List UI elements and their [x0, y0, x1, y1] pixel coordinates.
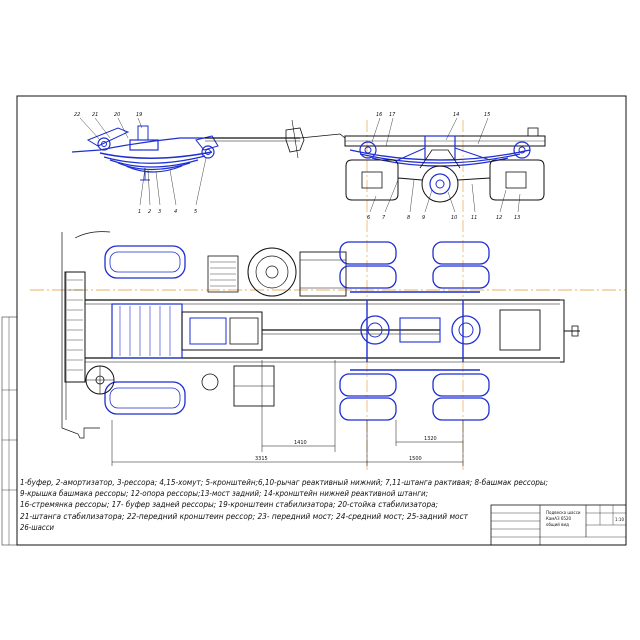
part-label: 12 [496, 215, 502, 221]
rear-bogie-side-view [344, 127, 546, 203]
part-label: 8 [407, 215, 410, 221]
part-label: 4 [174, 209, 177, 215]
title-block: Подвеска шасси КамАЗ 6520 общий вид 1:10 [490, 504, 627, 546]
part-label: 16 [376, 112, 382, 118]
sheet-scale: 1:10 [615, 517, 624, 522]
dimension-labels: 1410 1320 3315 1500 [255, 436, 437, 462]
dimension-lines [111, 360, 464, 466]
part-labels-rear-view: 16 17 14 15 6 7 8 9 10 11 12 13 [367, 112, 520, 221]
dimension-1320: 1320 [424, 436, 437, 442]
part-label: 6 [367, 215, 370, 221]
part-label: 3 [158, 209, 161, 215]
dimension-3315: 3315 [255, 456, 268, 462]
part-label: 11 [471, 215, 477, 221]
part-label: 9 [422, 215, 425, 221]
legend-line-5: 26-шасси [20, 522, 54, 532]
title-line-3: общий вид [546, 522, 569, 527]
legend-line-2: 9-крышка башмака рессоры; 12-опора рессо… [20, 488, 428, 498]
legend: 1-буфер, 2-амортизатор, 3-рессора; 4,15-… [20, 477, 548, 532]
part-label: 7 [382, 215, 386, 221]
part-label: 21 [92, 112, 98, 118]
part-label: 1 [138, 209, 141, 215]
part-label: 5 [194, 209, 197, 215]
part-label: 13 [514, 215, 520, 221]
part-label: 15 [484, 112, 490, 118]
part-label: 10 [451, 215, 457, 221]
part-label: 17 [389, 112, 396, 118]
dimension-1410: 1410 [294, 440, 307, 446]
chassis-plan-view [61, 231, 580, 439]
part-labels-side-view: 22 21 20 19 1 2 3 4 5 [74, 112, 197, 215]
part-label: 22 [74, 112, 80, 118]
legend-line-4: 21-штанга стабилизатора; 22-передний кро… [20, 511, 468, 521]
dimension-1500: 1500 [409, 456, 422, 462]
part-label: 2 [148, 209, 151, 215]
title-line-2: КамАЗ 6520 [546, 516, 572, 521]
part-label: 19 [136, 112, 142, 118]
title-line-1: Подвеска шасси [546, 510, 581, 515]
legend-line-1: 1-буфер, 2-амортизатор, 3-рессора; 4,15-… [20, 477, 548, 487]
legend-line-3: 16-стремянка рессоры; 17- буфер задней р… [20, 499, 438, 509]
front-spring-side-view [71, 119, 346, 181]
part-label: 14 [453, 112, 459, 118]
left-margin-strip [1, 316, 18, 546]
part-label: 20 [114, 112, 120, 118]
